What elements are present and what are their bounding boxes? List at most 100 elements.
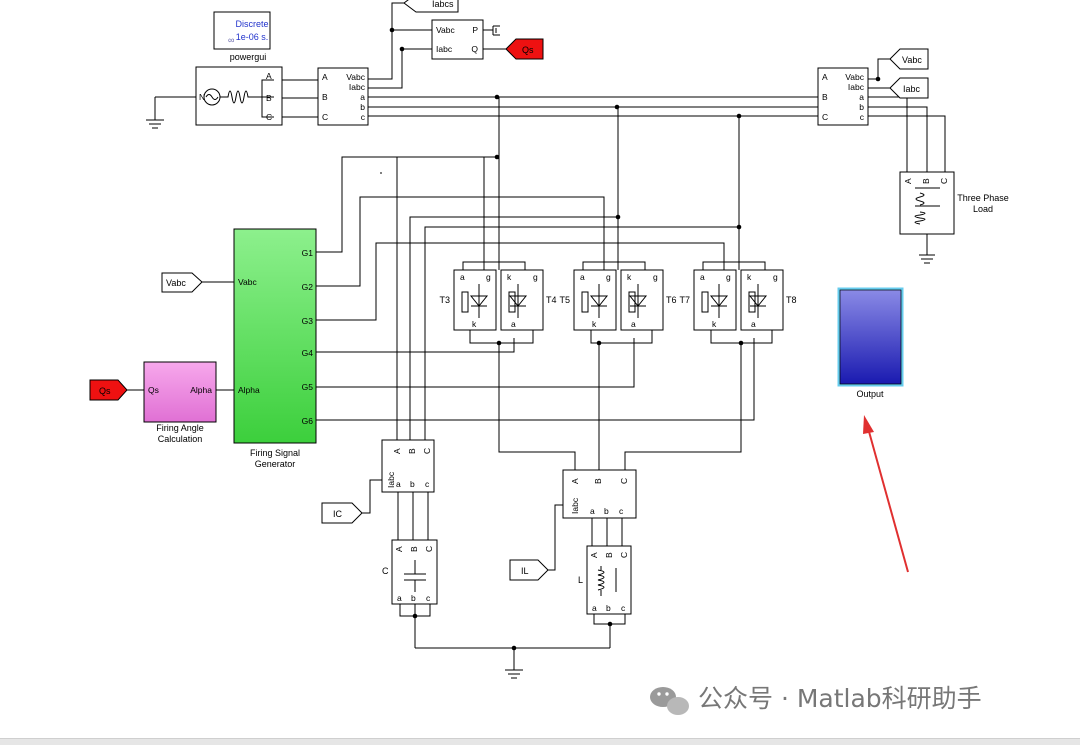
pq-in-iabc: Iabc — [436, 44, 453, 54]
pq-out-q: Q — [471, 44, 478, 54]
thyristor-port-label: g — [653, 272, 658, 282]
cap-out-b: b — [411, 593, 416, 603]
fsg-out-g3: G3 — [302, 316, 314, 326]
cap-in-b: B — [409, 546, 419, 552]
thyristor-port-label: a — [511, 319, 516, 329]
thyristor-port-label: k — [627, 272, 632, 282]
cap-out-c: c — [426, 593, 431, 603]
m1-out-iabc: Iabc — [349, 82, 366, 92]
vabc-from-label: Vabc — [166, 278, 186, 288]
watermark: 公众号 · Matlab科研助手 — [650, 684, 982, 715]
wechat-icon — [650, 687, 689, 715]
capacitor-bank[interactable]: A B C a b c C — [382, 539, 438, 605]
powergui-label: powergui — [230, 52, 267, 62]
ml-in-b: B — [593, 478, 603, 484]
qs-from-label: Qs — [99, 386, 111, 396]
m2-in-a: A — [822, 72, 828, 82]
thyristor-port-label: k — [507, 272, 512, 282]
watermark-text: 公众号 · Matlab科研助手 — [698, 684, 982, 713]
fac-title-2: Calculation — [158, 434, 203, 444]
thyristor-name: T7 — [679, 295, 690, 305]
m2-out-vabc: Vabc — [845, 72, 864, 82]
thyristor-port-label: k — [747, 272, 752, 282]
m2-out-b: b — [859, 102, 864, 112]
thyristor-name: T3 — [439, 295, 450, 305]
m1-out-b: b — [360, 102, 365, 112]
m1-in-c: C — [322, 112, 328, 122]
cap-current-measurement[interactable]: A B C Iabc a b c — [381, 439, 435, 493]
vi-measurement-2[interactable]: A B C Vabc Iabc a b c — [817, 67, 869, 126]
thyristor-port-label: a — [580, 272, 585, 282]
ic-goto-tag[interactable]: IC — [321, 502, 363, 524]
load-title-1: Three Phase — [957, 193, 1009, 203]
three-phase-load[interactable]: A B C Three Phase Load — [899, 171, 1009, 235]
vabc-from-tag[interactable]: Vabc — [161, 272, 203, 293]
thyristor-t4[interactable]: k g a T4 — [500, 269, 557, 331]
output-scope[interactable]: Output — [837, 287, 904, 399]
ind-in-a: A — [589, 552, 599, 558]
iabc-goto-label: Iabc — [903, 84, 921, 94]
fsg-out-g4: G4 — [302, 348, 314, 358]
thyristor-port-label: a — [700, 272, 705, 282]
thyristor-name: T6 — [666, 295, 677, 305]
m1-out-a: a — [360, 92, 365, 102]
ind-out-a: a — [592, 603, 597, 613]
fac-in-qs: Qs — [148, 385, 159, 395]
port-a: A — [266, 71, 272, 81]
firing-signal-generator[interactable]: Vabc Alpha G1 G2 G3 G4 G5 G6 Firing Sign… — [233, 228, 317, 469]
thyristor-name: T8 — [786, 295, 797, 305]
ic-label: IC — [333, 509, 343, 519]
vi-measurement-1[interactable]: A B C Vabc Iabc a b c — [317, 67, 369, 126]
junction-dots — [389, 27, 881, 651]
three-phase-source[interactable]: N A B C — [195, 66, 283, 126]
inductor-bank[interactable]: A B C a b c L — [578, 545, 632, 615]
m1-out-vabc: Vabc — [346, 72, 365, 82]
vabc-goto-tag[interactable]: Vabc — [889, 48, 929, 70]
ind-in-c: C — [619, 552, 629, 558]
il-goto-tag[interactable]: IL — [509, 559, 549, 581]
thyristor-port-label: a — [460, 272, 465, 282]
fac-title-1: Firing Angle — [156, 423, 204, 433]
thyristor-name: T5 — [559, 295, 570, 305]
firing-angle-calculation[interactable]: Qs Alpha Firing Angle Calculation — [143, 361, 217, 444]
mc-out-c: c — [425, 479, 430, 489]
thyristor-port-label: k — [472, 319, 477, 329]
ml-in-a: A — [570, 478, 580, 484]
load-title-2: Load — [973, 204, 993, 214]
thyristor-port-label: g — [533, 272, 538, 282]
fsg-out-g1: G1 — [302, 248, 314, 258]
fsg-title-1: Firing Signal — [250, 448, 300, 458]
mc-out-iabc: Iabc — [386, 471, 396, 488]
thyristor-port-label: a — [751, 319, 756, 329]
ml-in-c: C — [619, 478, 629, 484]
thyristor-t5[interactable]: a g k T5 — [559, 269, 617, 331]
load-port-a: A — [903, 178, 913, 184]
thyristor-port-label: g — [606, 272, 611, 282]
pq-in-vabc: Vabc — [436, 25, 455, 35]
fsg-out-g6: G6 — [302, 416, 314, 426]
ind-out-c: c — [621, 603, 626, 613]
ind-out-b: b — [606, 603, 611, 613]
cap-in-a: A — [394, 546, 404, 552]
thyristor-port-label: k — [712, 319, 717, 329]
iabc-goto-tag[interactable]: Iabc — [889, 77, 929, 99]
iabcs-label: Iabcs — [432, 0, 454, 9]
cap-label: C — [382, 566, 389, 576]
ind-current-measurement[interactable]: A B C Iabc a b c — [562, 469, 637, 519]
qs-from-tag[interactable]: Qs — [89, 379, 128, 401]
iabcs-goto-tag[interactable]: Iabcs — [403, 0, 459, 13]
powergui-block[interactable]: Discrete 1e-06 s. ∞ powergui — [213, 11, 271, 62]
qs-goto-tag[interactable]: Qs — [505, 38, 544, 60]
thyristor-port-label: k — [592, 319, 597, 329]
power-pq-block[interactable]: Vabc Iabc P Q — [431, 19, 500, 60]
fsg-title-2: Generator — [255, 459, 296, 469]
ind-in-b: B — [604, 552, 614, 558]
thyristor-name: T4 — [546, 295, 557, 305]
ml-out-iabc: Iabc — [570, 497, 580, 514]
red-annotation-arrow — [863, 415, 909, 573]
